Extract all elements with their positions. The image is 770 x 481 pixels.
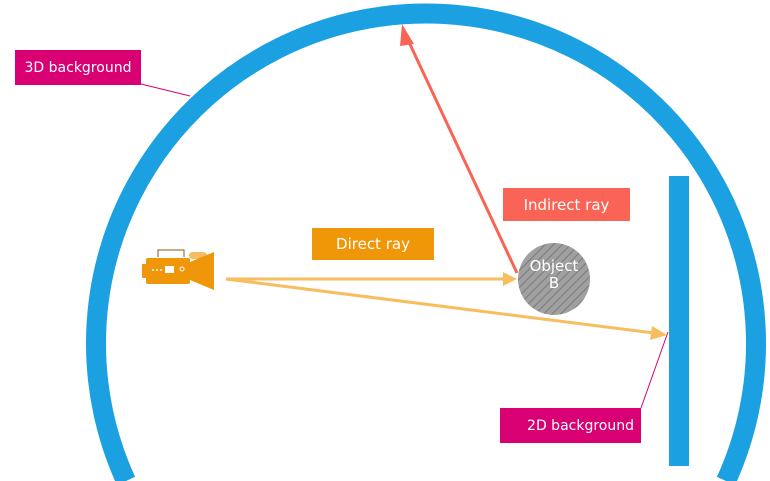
callout-line-2d <box>640 331 669 409</box>
callout-line-3d <box>140 83 191 97</box>
label-direct-ray: Direct ray <box>312 228 434 260</box>
background-3d-arc <box>86 3 766 481</box>
object-b-label-line1: Object <box>529 257 579 275</box>
object-b-label: Object B <box>518 258 590 292</box>
direct-ray-to-object <box>226 272 517 286</box>
object-b <box>518 243 590 315</box>
object-b-label-line2: B <box>548 274 560 292</box>
label-indirect-ray: Indirect ray <box>503 188 630 221</box>
label-2d-background: 2D background <box>500 408 641 443</box>
background-2d-bar <box>669 176 689 466</box>
label-3d-background: 3D background <box>15 50 141 85</box>
video-camera-icon <box>142 249 214 290</box>
direct-ray-to-background <box>225 277 667 340</box>
indirect-ray <box>400 24 519 274</box>
